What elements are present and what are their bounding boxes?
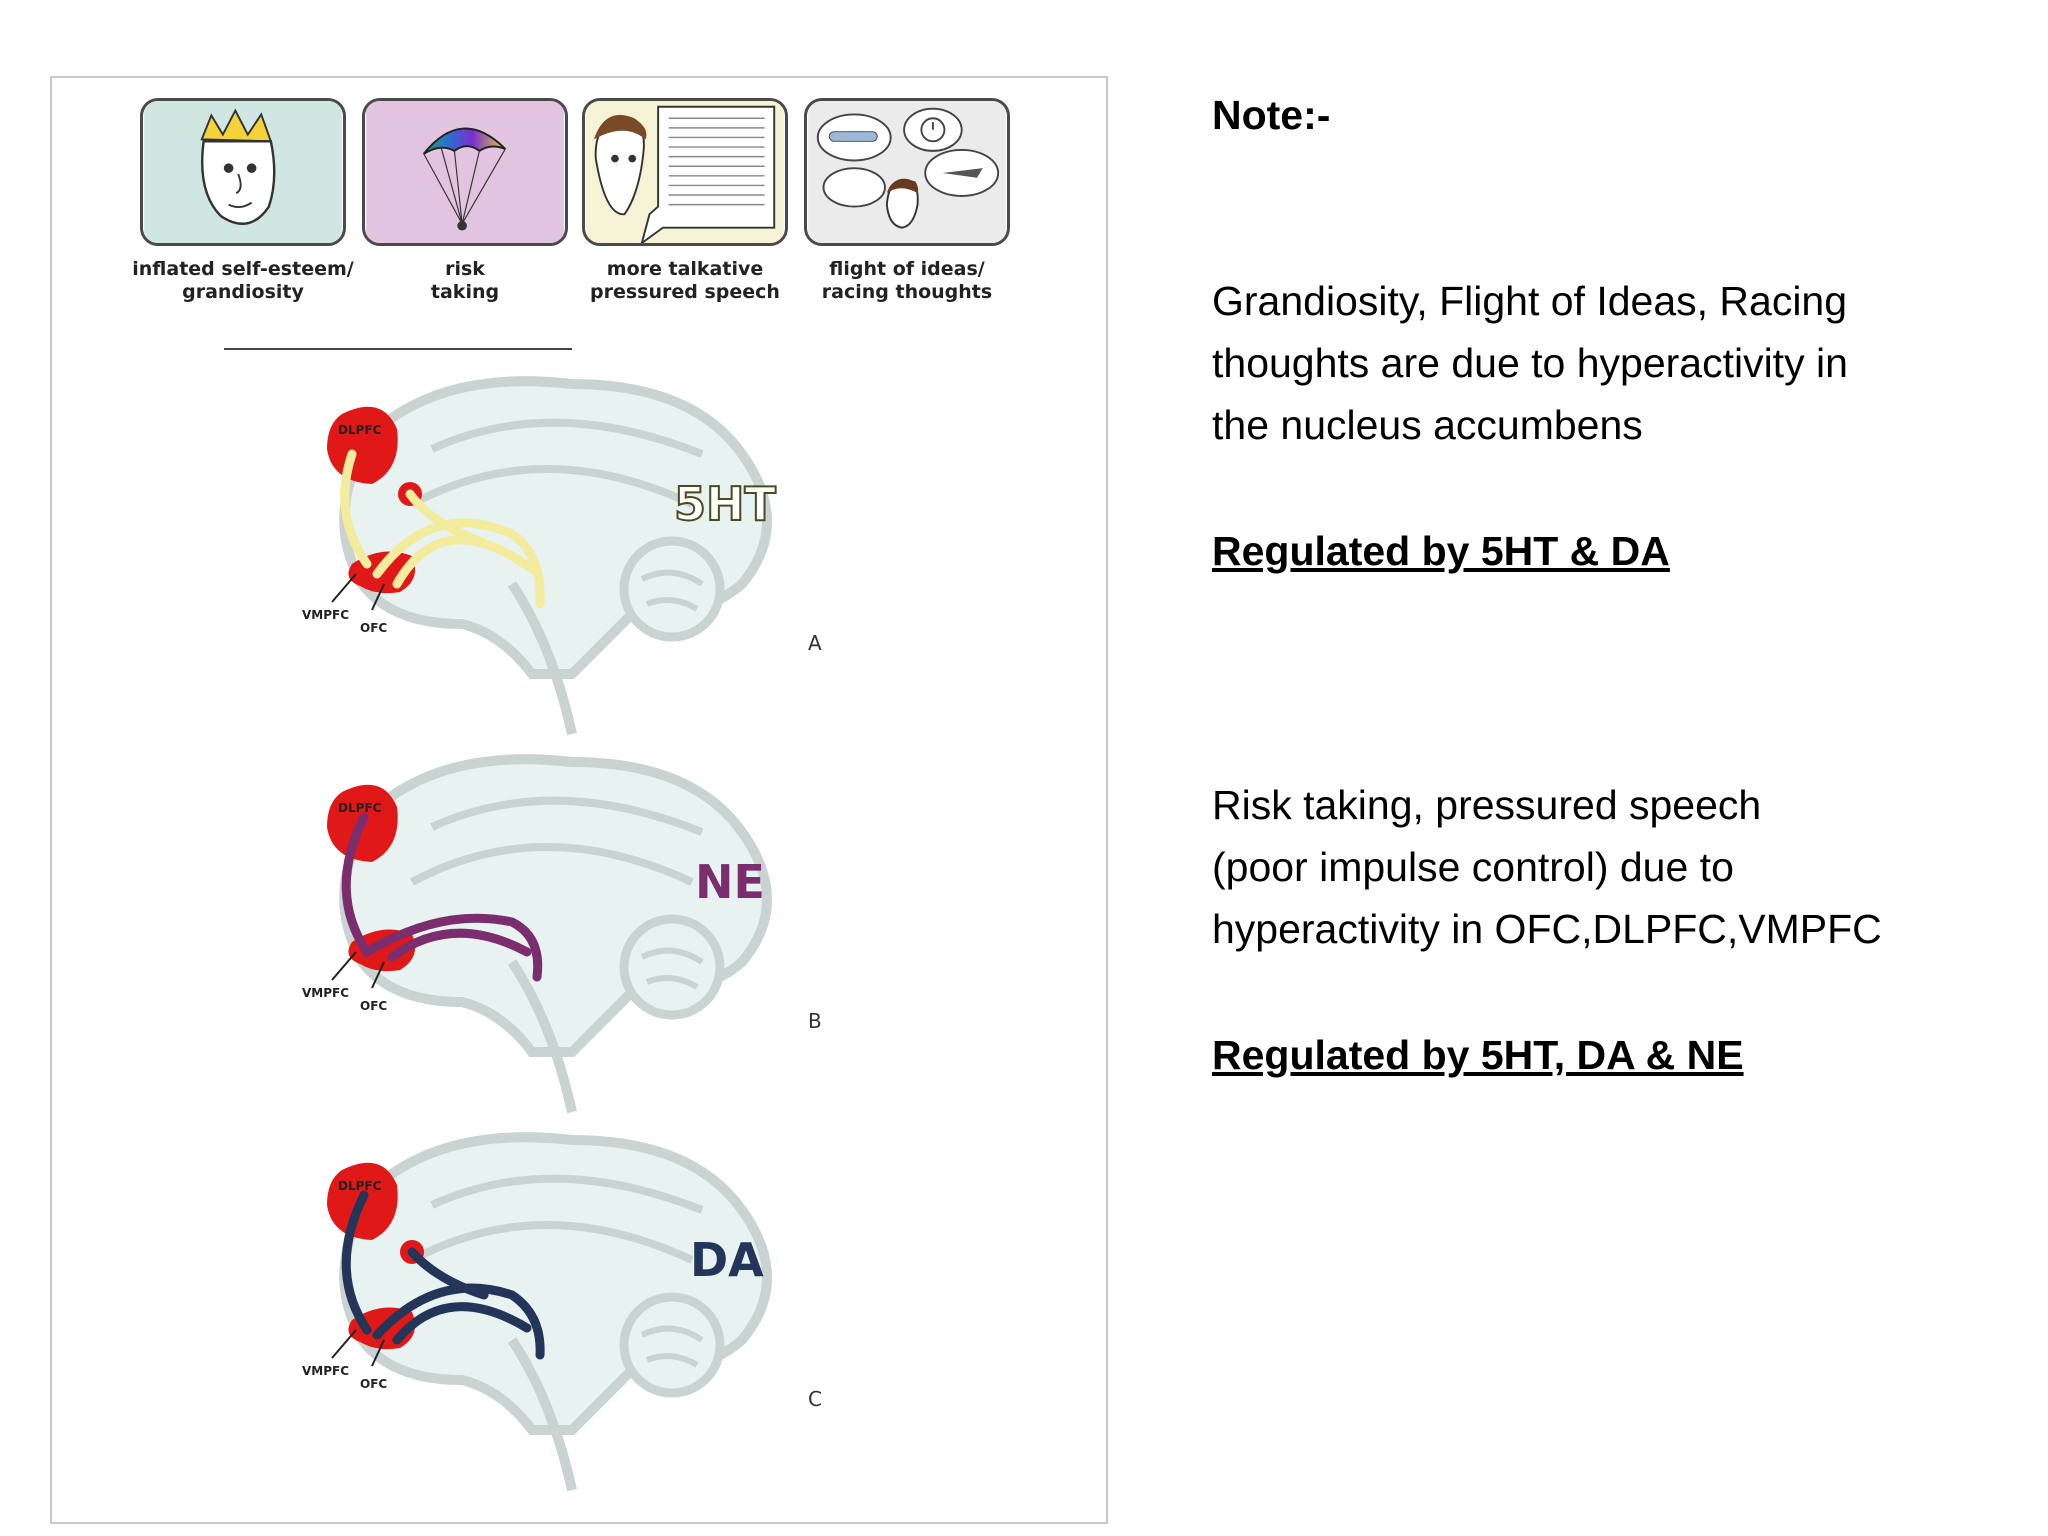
brain-svg-b: DLPFC VMPFC OFC NE B — [302, 754, 822, 1114]
speech-bubble-icon — [586, 101, 784, 243]
neurotransmitter-label: NE — [695, 855, 765, 909]
brain-diagram-5ht: DLPFC VMPFC OFC 5HT A — [272, 374, 892, 742]
crown-man-icon — [144, 101, 342, 243]
region-top-label: DLPFC — [338, 423, 382, 437]
region-left-label: VMPFC — [302, 1364, 349, 1378]
risk-caption: risk taking — [430, 258, 500, 303]
panel-letter: C — [808, 1387, 822, 1411]
grandiosity-caption: inflated self-esteem/ grandiosity — [132, 258, 354, 303]
talkative-caption: more talkative pressured speech — [590, 258, 780, 303]
talkative-tile — [582, 98, 788, 246]
ideas-tile — [804, 98, 1010, 246]
region-left-label: VMPFC — [302, 986, 349, 1000]
risk-tile — [362, 98, 568, 246]
regulation-note-1: Regulated by 5HT & DA — [1212, 528, 1670, 574]
panel-letter: A — [808, 631, 822, 655]
neurotransmitter-label: 5HT — [674, 477, 777, 531]
brain-svg-a: DLPFC VMPFC OFC 5HT A — [302, 376, 822, 736]
parachute-icon — [366, 101, 564, 243]
region-left-label: VMPFC — [302, 608, 349, 622]
figure-panel: inflated self-esteem/ grandiosity risk t… — [50, 76, 1108, 1524]
neurotransmitter-label: DA — [690, 1233, 764, 1287]
region-top-label: DLPFC — [338, 1179, 382, 1193]
ideas-caption: flight of ideas/ racing thoughts — [821, 258, 993, 303]
notes-heading: Note:- — [1212, 92, 1331, 138]
note-paragraph-2: Risk taking, pressured speech (poor impu… — [1212, 782, 1882, 952]
brain-svg-c: DLPFC VMPFC OFC DA C — [302, 1132, 822, 1492]
grandiosity-tile — [140, 98, 346, 246]
region-bottom-label: OFC — [360, 1377, 387, 1391]
thought-clouds-icon — [808, 101, 1006, 243]
region-bottom-label: OFC — [360, 999, 387, 1013]
region-bottom-label: OFC — [360, 621, 387, 635]
note-paragraph-1: Grandiosity, Flight of Ideas, Racing tho… — [1212, 278, 1848, 448]
brain-diagram-ne: DLPFC VMPFC OFC NE B — [272, 752, 892, 1120]
regulation-note-2: Regulated by 5HT, DA & NE — [1212, 1032, 1744, 1078]
brain-diagram-da: DLPFC VMPFC OFC DA C — [272, 1130, 892, 1498]
region-top-label: DLPFC — [338, 801, 382, 815]
panel-letter: B — [808, 1009, 822, 1033]
separator-line — [224, 348, 572, 350]
